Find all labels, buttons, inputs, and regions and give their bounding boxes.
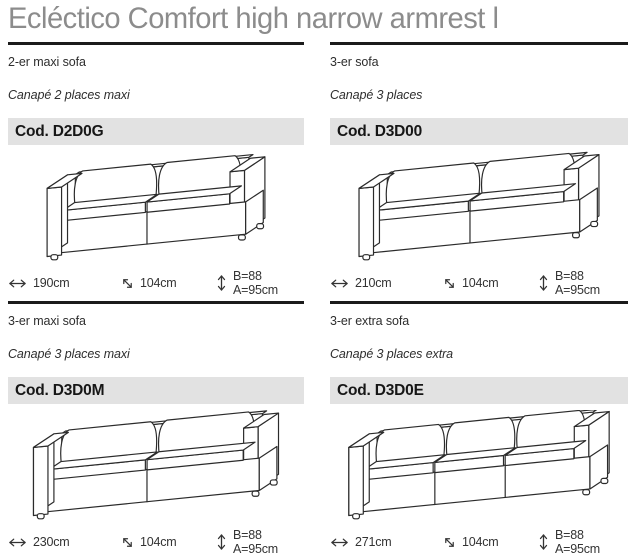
depth-arrow-icon: [121, 536, 134, 549]
dimensions-row: 190cm 104cm B=88 A=95cm: [8, 269, 304, 297]
width-arrow-icon: [330, 537, 349, 548]
width-arrow-icon: [8, 278, 27, 289]
height-value: B=88 A=95cm: [233, 528, 279, 555]
width-value: 210cm: [355, 276, 392, 290]
depth-value: 104cm: [462, 276, 499, 290]
dimensions-row: 271cm 104cm B=88 A=95cm: [330, 528, 628, 555]
depth-dimension: 104cm: [443, 535, 538, 549]
height-dimension: B=88 A=95cm: [538, 269, 628, 297]
product-code-bar: Cod. D2D0G: [8, 118, 304, 145]
height-dimension: B=88 A=95cm: [216, 269, 304, 297]
depth-value: 104cm: [140, 535, 177, 549]
product-panel-d2d0g: 2-er maxi sofa Canapé 2 places maxi Cod.…: [8, 42, 304, 297]
page-title: Ecléctico Comfort high narrow armrest l: [8, 2, 499, 35]
width-arrow-icon: [8, 537, 27, 548]
product-panel-d3d0e: 3-er extra sofa Canapé 3 places extra Co…: [330, 301, 628, 555]
height-dimension: B=88 A=95cm: [538, 528, 628, 555]
sofa-line-drawing: [8, 151, 304, 265]
width-value: 190cm: [33, 276, 70, 290]
height-arrow-icon: [216, 533, 227, 551]
width-dimension: 210cm: [330, 276, 443, 290]
width-value: 271cm: [355, 535, 392, 549]
product-code-bar: Cod. D3D0M: [8, 377, 304, 404]
product-name-fr: Canapé 3 places: [330, 88, 423, 102]
depth-value: 104cm: [140, 276, 177, 290]
product-name: 3-er extra sofa: [330, 314, 410, 328]
height-arrow-icon: [216, 274, 227, 292]
depth-arrow-icon: [443, 277, 456, 290]
depth-dimension: 104cm: [121, 276, 216, 290]
product-code-bar: Cod. D3D00: [330, 118, 628, 145]
sofa-line-drawing: [330, 410, 628, 524]
product-name-fr: Canapé 3 places extra: [330, 347, 453, 361]
product-panel-d3d00: 3-er sofa Canapé 3 places Cod. D3D00 210…: [330, 42, 628, 297]
height-value: B=88 A=95cm: [233, 269, 279, 297]
height-arrow-icon: [538, 274, 549, 292]
height-value: B=88 A=95cm: [555, 269, 601, 297]
product-name: 2-er maxi sofa: [8, 55, 86, 69]
dimensions-row: 230cm 104cm B=88 A=95cm: [8, 528, 304, 555]
height-arrow-icon: [538, 533, 549, 551]
product-code-bar: Cod. D3D0E: [330, 377, 628, 404]
width-dimension: 230cm: [8, 535, 121, 549]
product-panel-d3d0m: 3-er maxi sofa Canapé 3 places maxi Cod.…: [8, 301, 304, 555]
sofa-line-drawing: [8, 410, 304, 524]
sofa-line-drawing: [330, 151, 628, 265]
depth-value: 104cm: [462, 535, 499, 549]
product-name: 3-er maxi sofa: [8, 314, 86, 328]
width-value: 230cm: [33, 535, 70, 549]
height-dimension: B=88 A=95cm: [216, 528, 304, 555]
dimensions-row: 210cm 104cm B=88 A=95cm: [330, 269, 628, 297]
width-dimension: 271cm: [330, 535, 443, 549]
depth-arrow-icon: [121, 277, 134, 290]
product-name-fr: Canapé 3 places maxi: [8, 347, 130, 361]
product-name: 3-er sofa: [330, 55, 379, 69]
width-arrow-icon: [330, 278, 349, 289]
product-name-fr: Canapé 2 places maxi: [8, 88, 130, 102]
width-dimension: 190cm: [8, 276, 121, 290]
height-value: B=88 A=95cm: [555, 528, 601, 555]
depth-dimension: 104cm: [443, 276, 538, 290]
depth-arrow-icon: [443, 536, 456, 549]
depth-dimension: 104cm: [121, 535, 216, 549]
